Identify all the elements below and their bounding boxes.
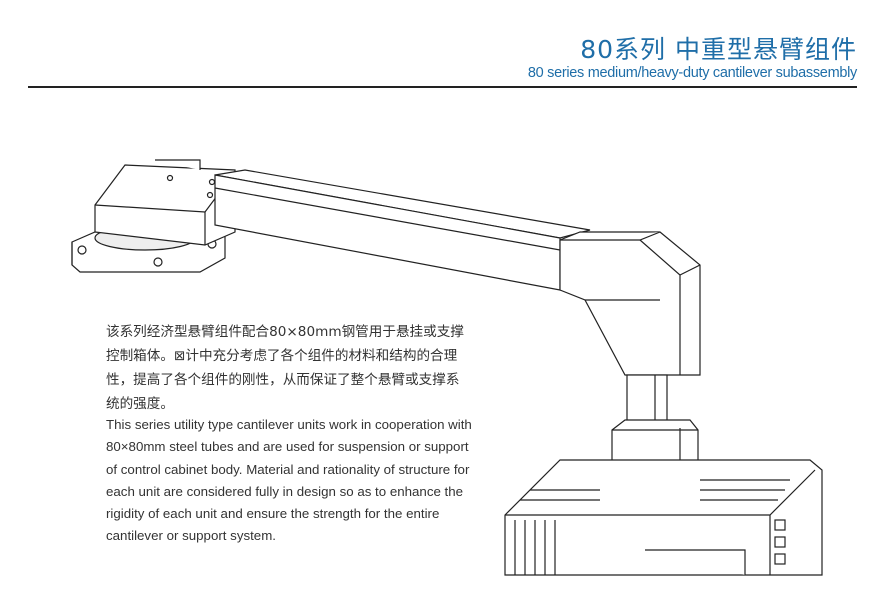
page-subtitle: 80 series medium/heavy-duty cantilever s… [527,65,857,81]
horizontal-arm-tube [214,169,591,291]
page-title: 80系列 中重型悬臂组件 [580,35,857,64]
description-english: This series utility type cantilever unit… [106,417,472,544]
elbow-joint [559,231,701,376]
header-divider [28,86,857,88]
wall-joint-box [94,159,236,246]
control-cabinet [504,459,823,576]
description-chinese: 该系列经济型悬臂组件配合80×80mm钢管用于悬挂或支撑控制箱体。⊠计中充分考虑… [106,324,464,412]
vertical-tube [626,374,668,424]
